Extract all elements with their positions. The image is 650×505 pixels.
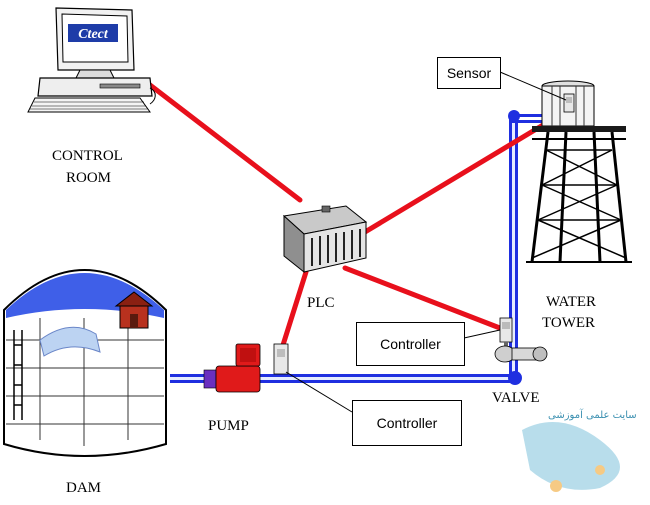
controller-box-valve: Controller (356, 322, 465, 366)
pump-controller-callout-line (285, 371, 353, 413)
dam-label: DAM (66, 480, 102, 496)
pump-controller-device-icon (273, 343, 289, 375)
pump-label: PUMP (208, 418, 249, 434)
controller-box-pump: Controller (352, 400, 462, 446)
wire-plc-valve-controller (342, 265, 508, 333)
valve-icon (494, 317, 548, 363)
signal-wires (147, 82, 571, 348)
plc-label: PLC (307, 295, 335, 311)
sensor-callout-line (499, 71, 567, 101)
sensor-device-icon (563, 93, 575, 113)
water-pipes (170, 110, 562, 385)
pipe-elbow-valve (508, 371, 522, 385)
watermark-text: سایت علمی آموزشی (548, 410, 637, 421)
pump-icon (203, 343, 261, 393)
control-room-label-line2: ROOM (66, 170, 112, 186)
dam-icon (3, 269, 167, 457)
wire-plc-control-room (147, 82, 303, 203)
sensor-box: Sensor (437, 57, 501, 89)
plc-icon (282, 205, 368, 274)
monitor-brand-text: Ctect (78, 27, 109, 42)
control-room-label-line1: CONTROL (52, 148, 123, 164)
computer-icon: Ctect (27, 7, 156, 113)
monitor-logo (68, 24, 118, 42)
valve-label: VALVE (492, 390, 540, 406)
wire-plc-pump-controller (280, 269, 309, 348)
water-tower-label-line1: WATER (546, 294, 596, 310)
water-tower-label-line2: TOWER (542, 315, 596, 331)
pipe-elbow-top (508, 110, 520, 122)
watermark-logo (522, 422, 620, 492)
valve-controller-callout-line (463, 329, 501, 339)
water-tower-icon (526, 80, 632, 263)
